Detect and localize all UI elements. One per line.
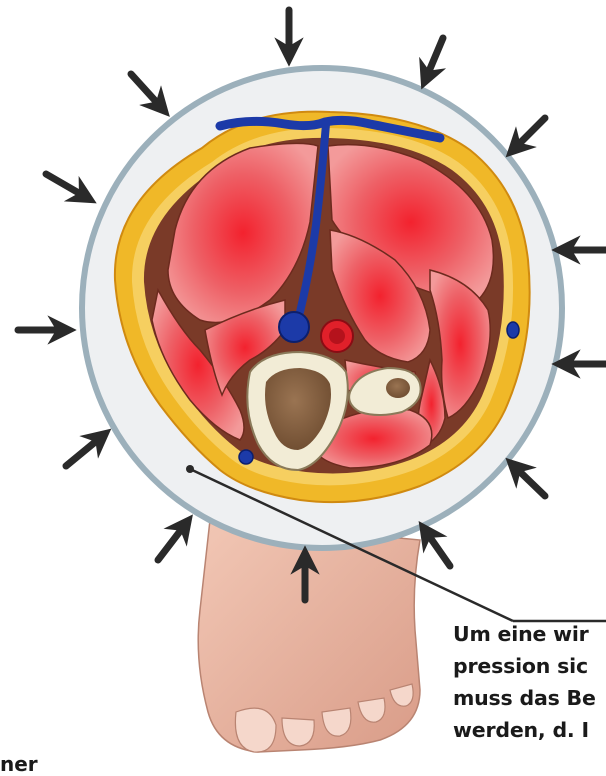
compression-arrow-icon — [131, 74, 160, 106]
small-vein-right — [507, 322, 519, 338]
foot-illustration — [198, 520, 420, 752]
caption-line-2: pression sic — [453, 656, 588, 677]
caption-line-4: werden, d. I — [453, 720, 589, 741]
compression-arrow-icon — [516, 118, 545, 147]
caption-line-3: muss das Be — [453, 688, 596, 709]
compression-arrow-icon — [46, 174, 84, 196]
small-vein-lower — [239, 450, 253, 464]
caption-line-1: Um eine wir — [453, 624, 589, 645]
deep-vein — [279, 312, 309, 342]
compression-arrow-icon — [516, 468, 545, 496]
compression-arrow-icon — [158, 526, 184, 560]
left-text-fragment: ner — [0, 754, 38, 774]
compression-arrow-icon — [66, 438, 100, 466]
compression-arrow-icon — [427, 533, 450, 566]
compression-arrow-icon — [427, 38, 443, 76]
